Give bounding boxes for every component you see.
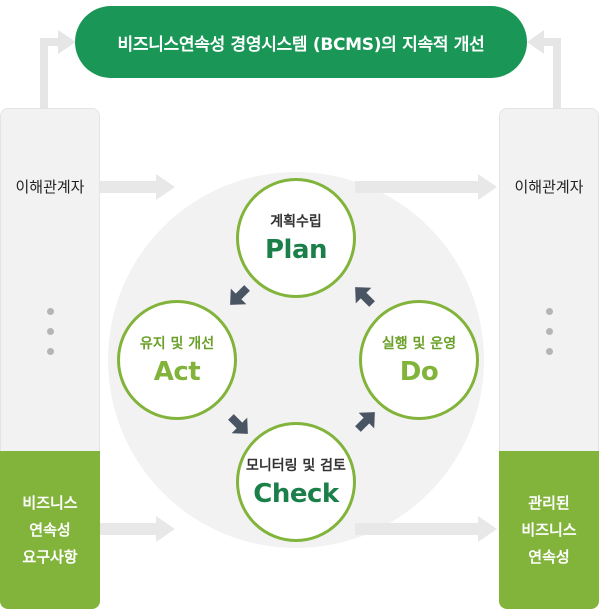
business-continuity-requirements-box: 비즈니스 연속성 요구사항 [0, 451, 100, 609]
outcome-line-3: 연속성 [528, 547, 570, 566]
act-node: 유지 및 개선 Act [117, 300, 237, 420]
do-korean-label: 실행 및 운영 [381, 336, 457, 352]
arrow-check-to-do [355, 412, 375, 432]
bcms-title-banner: 비즈니스연속성 경영시스템 (BCMS)의 지속적 개선 [75, 6, 527, 78]
arrow-plan-to-act [230, 285, 250, 305]
arrow-do-to-plan [355, 287, 375, 307]
requirements-line-1: 비즈니스 [22, 493, 78, 512]
left-ellipsis-dots [0, 308, 100, 355]
right-up-arrow [527, 30, 561, 110]
do-node: 실행 및 운영 Do [359, 300, 479, 420]
bottom-flow-arrows [100, 516, 497, 542]
plan-english-label: Plan [264, 235, 328, 265]
right-ellipsis-dots [499, 308, 599, 355]
outcome-line-2: 비즈니스 [521, 520, 577, 539]
managed-business-continuity-box: 관리된 비즈니스 연속성 [499, 451, 599, 609]
left-up-arrow [40, 30, 76, 110]
right-stakeholders-label: 이해관계자 [514, 178, 584, 196]
cycle-background-disc [108, 172, 484, 548]
check-korean-label: 모니터링 및 검토 [246, 458, 346, 474]
plan-node: 계획수립 Plan [236, 178, 356, 298]
top-flow-arrows [100, 174, 497, 200]
act-english-label: Act [153, 357, 201, 387]
banner-title: 비즈니스연속성 경영시스템 (BCMS)의 지속적 개선 [117, 34, 485, 55]
check-node: 모니터링 및 검토 Check [236, 422, 356, 542]
arrow-act-to-check [228, 414, 248, 434]
requirements-line-2: 연속성 [29, 520, 71, 539]
check-english-label: Check [253, 479, 339, 509]
left-stakeholders-label: 이해관계자 [15, 178, 85, 196]
requirements-line-3: 요구사항 [22, 547, 78, 566]
do-english-label: Do [399, 357, 439, 387]
plan-korean-label: 계획수립 [270, 214, 322, 230]
outcome-line-1: 관리된 [528, 493, 570, 512]
act-korean-label: 유지 및 개선 [139, 336, 215, 352]
